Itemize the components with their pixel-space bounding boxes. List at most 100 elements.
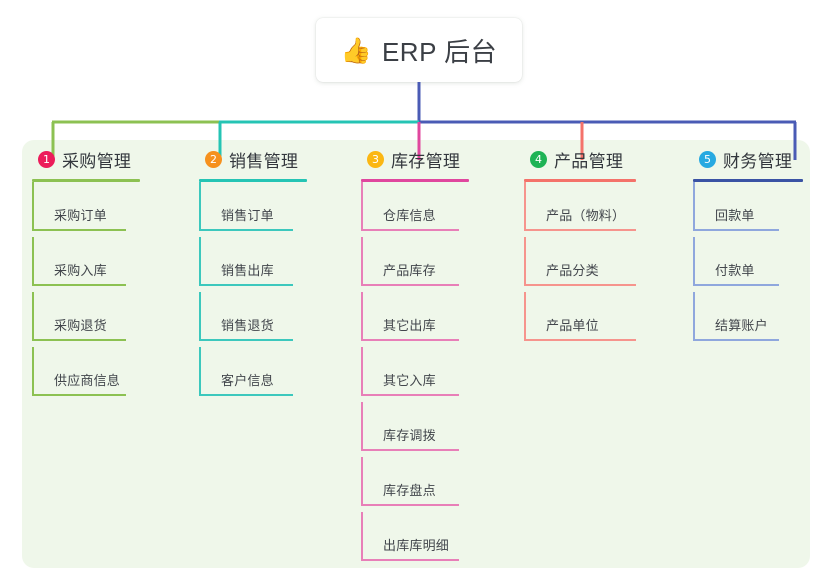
branch-item-label: 回款单	[715, 208, 755, 223]
branch-item-rule	[524, 284, 636, 286]
branch-item-rule	[361, 229, 459, 231]
item-connector-stem	[199, 182, 201, 231]
branch-item-rule	[32, 339, 126, 341]
branch-item-rule	[361, 394, 459, 396]
branch-item-list: 销售订单销售出库销售退货客户信息	[199, 182, 307, 402]
branch-item[interactable]: 产品单位	[524, 292, 636, 347]
branch-item-label: 出库库明细	[383, 538, 450, 553]
branch-header-2[interactable]: 2 销售管理	[205, 146, 307, 172]
branch-item[interactable]: 采购订单	[32, 182, 140, 237]
branch-header-rule	[361, 179, 469, 182]
branch-header-label: 库存管理	[391, 151, 461, 171]
branch-item-rule	[32, 284, 126, 286]
branch-item-label: 产品（物料）	[546, 208, 626, 223]
branch-number-badge: 4	[530, 150, 547, 168]
branch-item-rule	[361, 449, 459, 451]
branch-item-rule	[693, 339, 779, 341]
branch-item-rule	[693, 284, 779, 286]
item-connector-stem	[361, 292, 363, 341]
branch-item[interactable]: 采购退货	[32, 292, 140, 347]
branch-item[interactable]: 结算账户	[693, 292, 803, 347]
branch-item[interactable]: 供应商信息	[32, 347, 140, 402]
item-connector-stem	[32, 347, 34, 396]
item-connector-stem	[693, 237, 695, 286]
branch-item-label: 其它入库	[383, 373, 436, 388]
branch-item-rule	[693, 229, 779, 231]
branch-item-rule	[361, 339, 459, 341]
branch-panel	[22, 140, 810, 568]
branch-item-label: 产品分类	[546, 263, 599, 278]
branch-header-label: 财务管理	[723, 151, 793, 171]
branch-number-badge: 1	[38, 150, 55, 168]
item-connector-stem	[524, 237, 526, 286]
branch-item[interactable]: 客户信息	[199, 347, 307, 402]
branch-item-label: 采购退货	[54, 318, 107, 333]
branch-header-rule	[32, 179, 140, 182]
item-connector-stem	[361, 512, 363, 561]
item-connector-stem	[524, 182, 526, 231]
branch-header-1[interactable]: 1 采购管理	[38, 146, 140, 172]
branch-item[interactable]: 其它入库	[361, 347, 469, 402]
branch-item[interactable]: 其它出库	[361, 292, 469, 347]
branch-item-label: 采购入库	[54, 263, 107, 278]
item-connector-stem	[199, 237, 201, 286]
item-connector-stem	[32, 182, 34, 231]
branch-item-label: 仓库信息	[383, 208, 436, 223]
branch-header-label: 产品管理	[554, 151, 624, 171]
branch-item[interactable]: 产品分类	[524, 237, 636, 292]
branch-header-label: 采购管理	[62, 151, 132, 171]
item-connector-stem	[199, 292, 201, 341]
branch-header-rule	[524, 179, 636, 182]
branch-header-3[interactable]: 3 库存管理	[367, 146, 469, 172]
branch-item-rule	[524, 229, 636, 231]
branch-item[interactable]: 销售订单	[199, 182, 307, 237]
item-connector-stem	[361, 182, 363, 231]
branch-item-list: 回款单付款单结算账户	[693, 182, 803, 347]
branch-column-1: 1 采购管理采购订单采购入库采购退货供应商信息	[32, 146, 140, 402]
branch-item[interactable]: 回款单	[693, 182, 803, 237]
thumbs-up-icon: 👍	[340, 35, 372, 65]
branch-item-rule	[32, 394, 126, 396]
branch-item-label: 客户信息	[221, 373, 274, 388]
branch-item-label: 其它出库	[383, 318, 436, 333]
branch-number-badge: 2	[205, 150, 222, 168]
branch-item-label: 库存调拨	[383, 428, 436, 443]
item-connector-stem	[361, 237, 363, 286]
branch-item[interactable]: 付款单	[693, 237, 803, 292]
branch-item-rule	[199, 394, 293, 396]
branch-item[interactable]: 销售出库	[199, 237, 307, 292]
branch-item[interactable]: 产品库存	[361, 237, 469, 292]
branch-item[interactable]: 库存调拨	[361, 402, 469, 457]
branch-header-4[interactable]: 4 产品管理	[530, 146, 636, 172]
branch-item[interactable]: 采购入库	[32, 237, 140, 292]
branch-item[interactable]: 库存盘点	[361, 457, 469, 512]
branch-item[interactable]: 销售退货	[199, 292, 307, 347]
item-connector-stem	[32, 292, 34, 341]
branch-column-2: 2 销售管理销售订单销售出库销售退货客户信息	[199, 146, 307, 402]
root-node-card[interactable]: 👍 ERP 后台	[316, 18, 522, 82]
item-connector-stem	[199, 347, 201, 396]
branch-item-label: 产品单位	[546, 318, 599, 333]
item-connector-stem	[361, 457, 363, 506]
root-node-title: ERP 后台	[381, 36, 498, 67]
branch-item-rule	[199, 284, 293, 286]
branch-item-label: 采购订单	[54, 208, 107, 223]
branch-item[interactable]: 仓库信息	[361, 182, 469, 237]
branch-item-label: 供应商信息	[54, 373, 121, 388]
branch-item-rule	[524, 339, 636, 341]
branch-item[interactable]: 出库库明细	[361, 512, 469, 567]
branch-header-rule	[693, 179, 803, 182]
branch-header-label: 销售管理	[229, 151, 299, 171]
item-connector-stem	[693, 182, 695, 231]
item-connector-stem	[361, 347, 363, 396]
branch-column-4: 4 产品管理产品（物料） 产品分类产品单位	[524, 146, 636, 347]
branch-item-label: 库存盘点	[383, 483, 436, 498]
branch-item-label: 付款单	[715, 263, 755, 278]
branch-item-label: 产品库存	[383, 263, 436, 278]
branch-number-badge: 3	[367, 150, 384, 168]
branch-item-rule	[199, 229, 293, 231]
item-connector-stem	[693, 292, 695, 341]
branch-item[interactable]: 产品（物料）	[524, 182, 636, 237]
